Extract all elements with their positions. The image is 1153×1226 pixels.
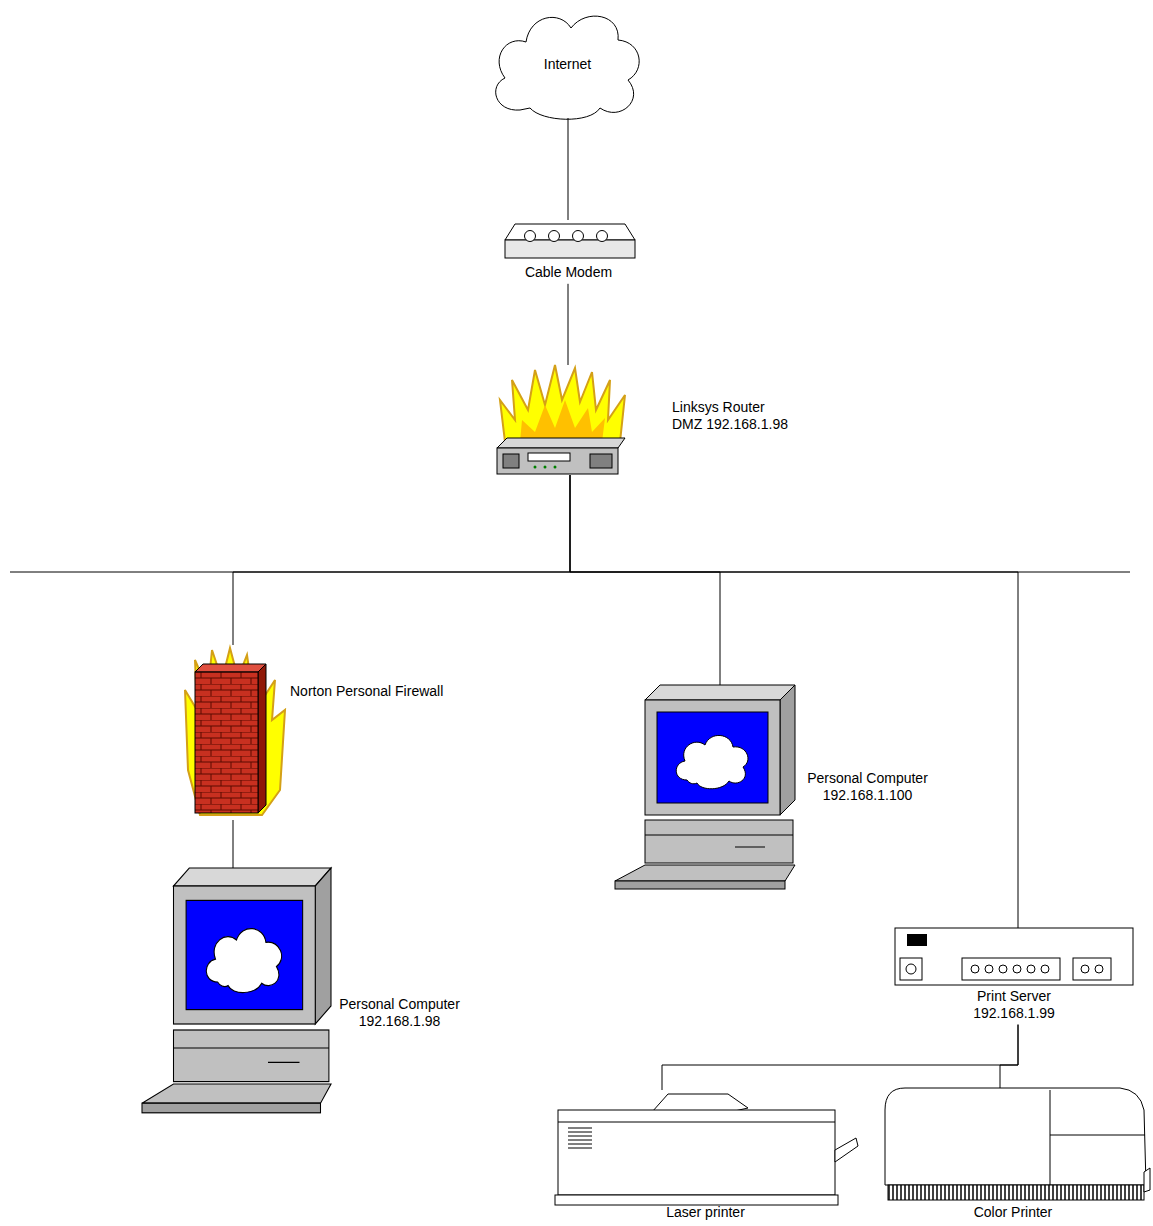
internet-cloud-node: Internet	[495, 10, 640, 118]
router-icon	[497, 365, 625, 474]
network-link	[570, 475, 1018, 928]
router-node: Linksys Router DMZ 192.168.1.98	[495, 365, 625, 475]
device-label: Internet	[544, 56, 591, 73]
network-link	[233, 475, 570, 645]
printer-node: Color Printer	[878, 1088, 1148, 1224]
firewall-icon	[185, 648, 285, 815]
firewall-node: Norton Personal Firewall	[185, 645, 285, 820]
device-label: Color Printer	[878, 1204, 1148, 1224]
cable-modem-icon	[505, 224, 635, 258]
link-line	[1000, 1025, 1018, 1088]
network-link	[568, 284, 569, 365]
computer-node: Personal Computer 192.168.1.98	[142, 868, 332, 1114]
network-link	[233, 820, 234, 868]
device-label: Laser printer	[553, 1204, 858, 1224]
print-server-node: Print Server 192.168.1.99	[895, 928, 1133, 1025]
network-link	[1000, 1025, 1018, 1088]
computer-node: Personal Computer 192.168.1.100	[615, 685, 795, 890]
printer-node: Laser printer	[553, 1090, 858, 1224]
device-label: Personal Computer 192.168.1.98	[332, 996, 467, 1030]
device-label: Linksys Router DMZ 192.168.1.98	[672, 399, 797, 433]
link-line	[570, 475, 720, 685]
network-link	[570, 475, 720, 685]
laser-printer-icon	[555, 1094, 858, 1205]
print-server-icon	[895, 928, 1133, 985]
device-label: Print Server 192.168.1.99	[959, 988, 1069, 1025]
link-line	[568, 284, 569, 365]
computer-icon	[142, 868, 331, 1113]
device-label: Personal Computer 192.168.1.100	[800, 770, 935, 804]
internet-cloud	[496, 16, 640, 119]
link-line	[662, 1025, 1018, 1090]
device-label: Cable Modem	[500, 264, 637, 284]
network-link	[662, 1025, 1018, 1090]
color-printer-icon	[885, 1088, 1150, 1200]
link-line	[233, 475, 570, 645]
link-line	[568, 118, 569, 220]
link-line	[570, 475, 1018, 928]
device-label: Norton Personal Firewall	[290, 683, 443, 700]
network-link	[568, 118, 569, 220]
link-line	[233, 820, 234, 868]
modem-node: Cable Modem	[500, 220, 637, 284]
computer-icon	[615, 685, 795, 889]
